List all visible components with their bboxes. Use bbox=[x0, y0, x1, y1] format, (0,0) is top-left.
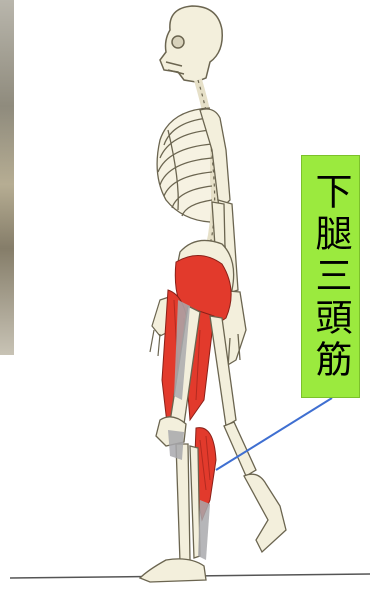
rib-cage bbox=[157, 108, 212, 222]
muscle-name-label: 下腿三頭筋 bbox=[301, 155, 360, 398]
skull bbox=[160, 6, 222, 82]
muscle-name-text: 下腿三頭筋 bbox=[312, 172, 349, 382]
